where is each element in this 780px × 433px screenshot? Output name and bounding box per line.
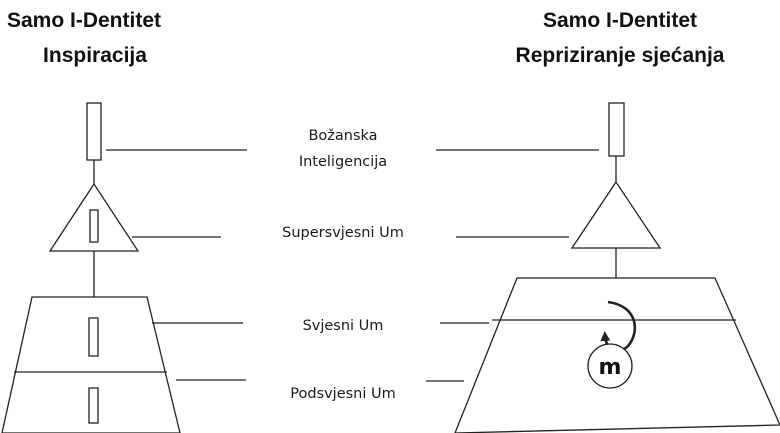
left-figure: [1, 102, 181, 433]
left-conscious-slot: [88, 317, 99, 357]
label-subconscious: Podsvjesni Um: [290, 386, 396, 402]
right-figure: m: [454, 102, 780, 433]
left-divine-rectangle: [86, 102, 102, 161]
left-mind-trapezoid: [1, 296, 181, 433]
label-conscious: Svjesni Um: [303, 318, 384, 334]
right-title-line1: Samo I-Dentitet: [543, 9, 697, 32]
memory-circle: [587, 343, 633, 389]
left-title-line2: Inspiracija: [43, 44, 147, 67]
label-divine-line1: Božanska: [308, 128, 377, 144]
right-superconscious-triangle: [570, 180, 662, 249]
right-title-line2: Repriziranje sjećanja: [516, 44, 725, 67]
label-superconscious: Supersvjesni Um: [282, 225, 404, 241]
left-title-line1: Samo I-Dentitet: [7, 9, 161, 32]
right-divine-rectangle: [608, 102, 625, 157]
label-divine-line2: Inteligencija: [299, 154, 387, 170]
left-triangle-slot: [89, 209, 99, 243]
memory-letter: m: [599, 355, 622, 380]
left-subconscious-slot: [88, 387, 99, 424]
